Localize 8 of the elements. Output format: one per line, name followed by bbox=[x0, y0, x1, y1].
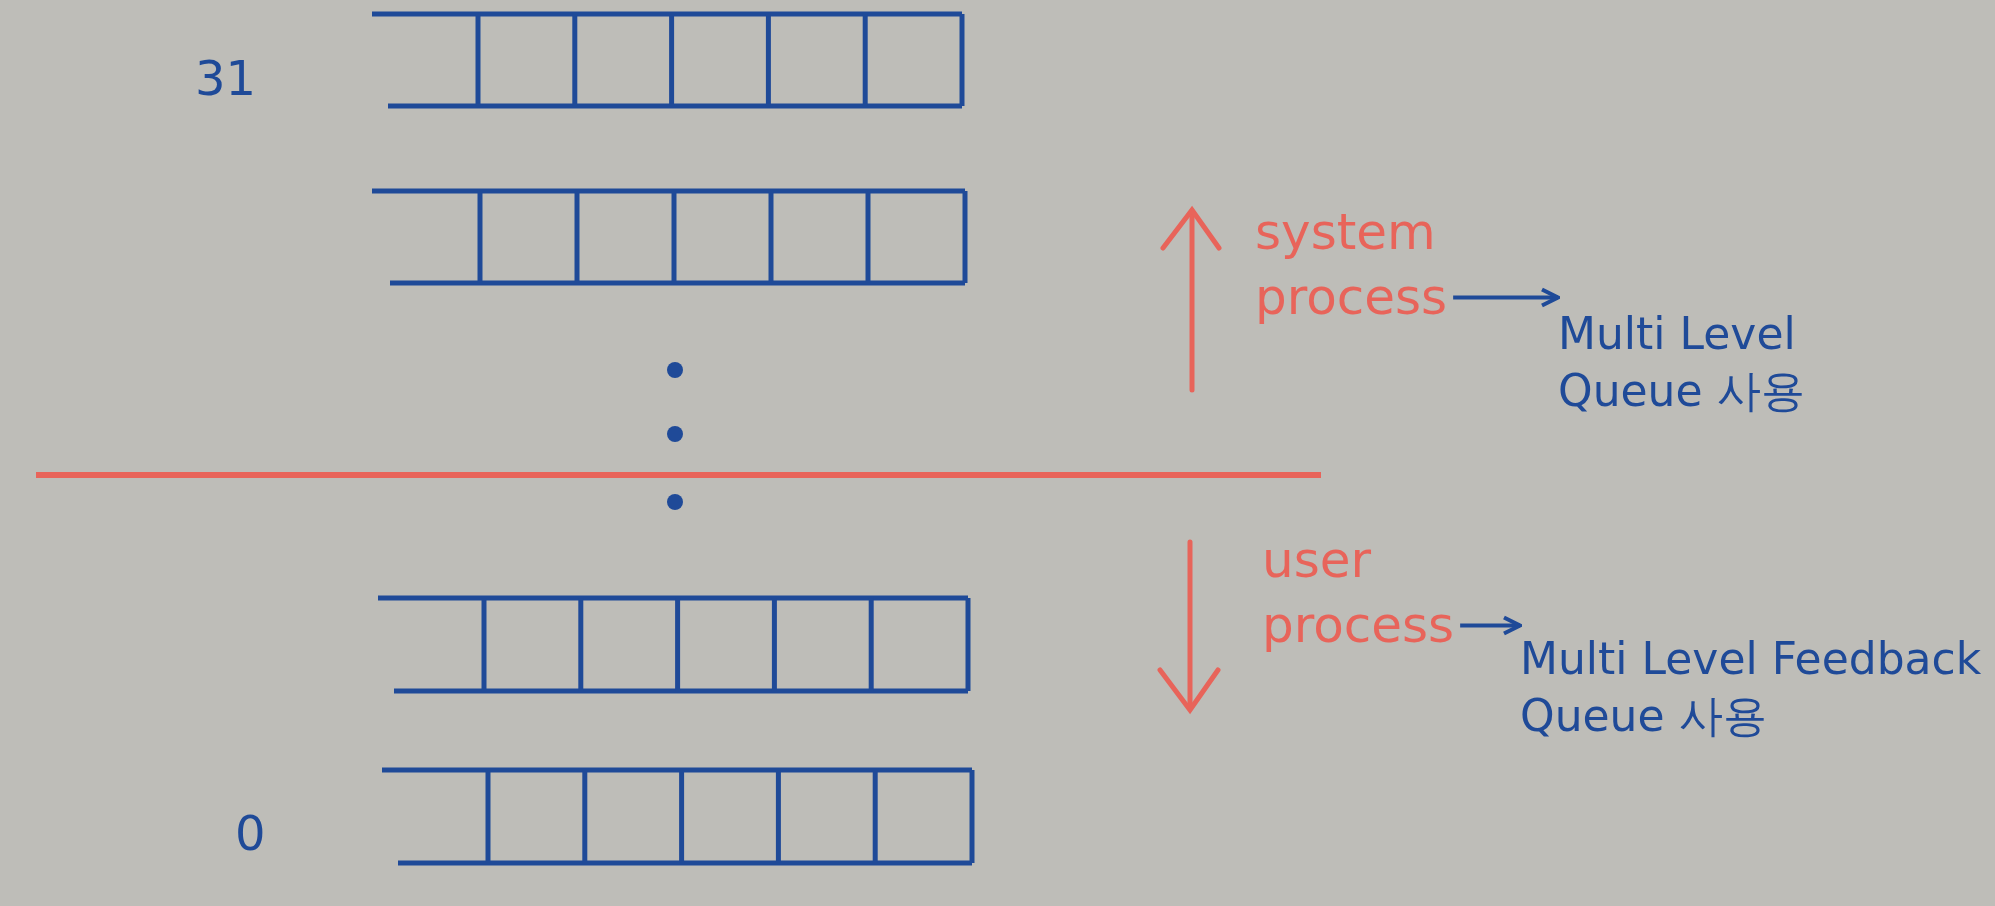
process-label: system process bbox=[1255, 200, 1448, 330]
arrow bbox=[1460, 615, 1522, 636]
note-text: Multi Level Feedback Queue 사용 bbox=[1520, 630, 1990, 745]
level-number: 0 bbox=[235, 805, 266, 861]
arrow bbox=[1453, 287, 1560, 308]
note-text: Multi Level Queue 사용 bbox=[1558, 305, 1888, 420]
level-number: 31 bbox=[195, 50, 257, 106]
process-label: user process bbox=[1262, 528, 1455, 658]
